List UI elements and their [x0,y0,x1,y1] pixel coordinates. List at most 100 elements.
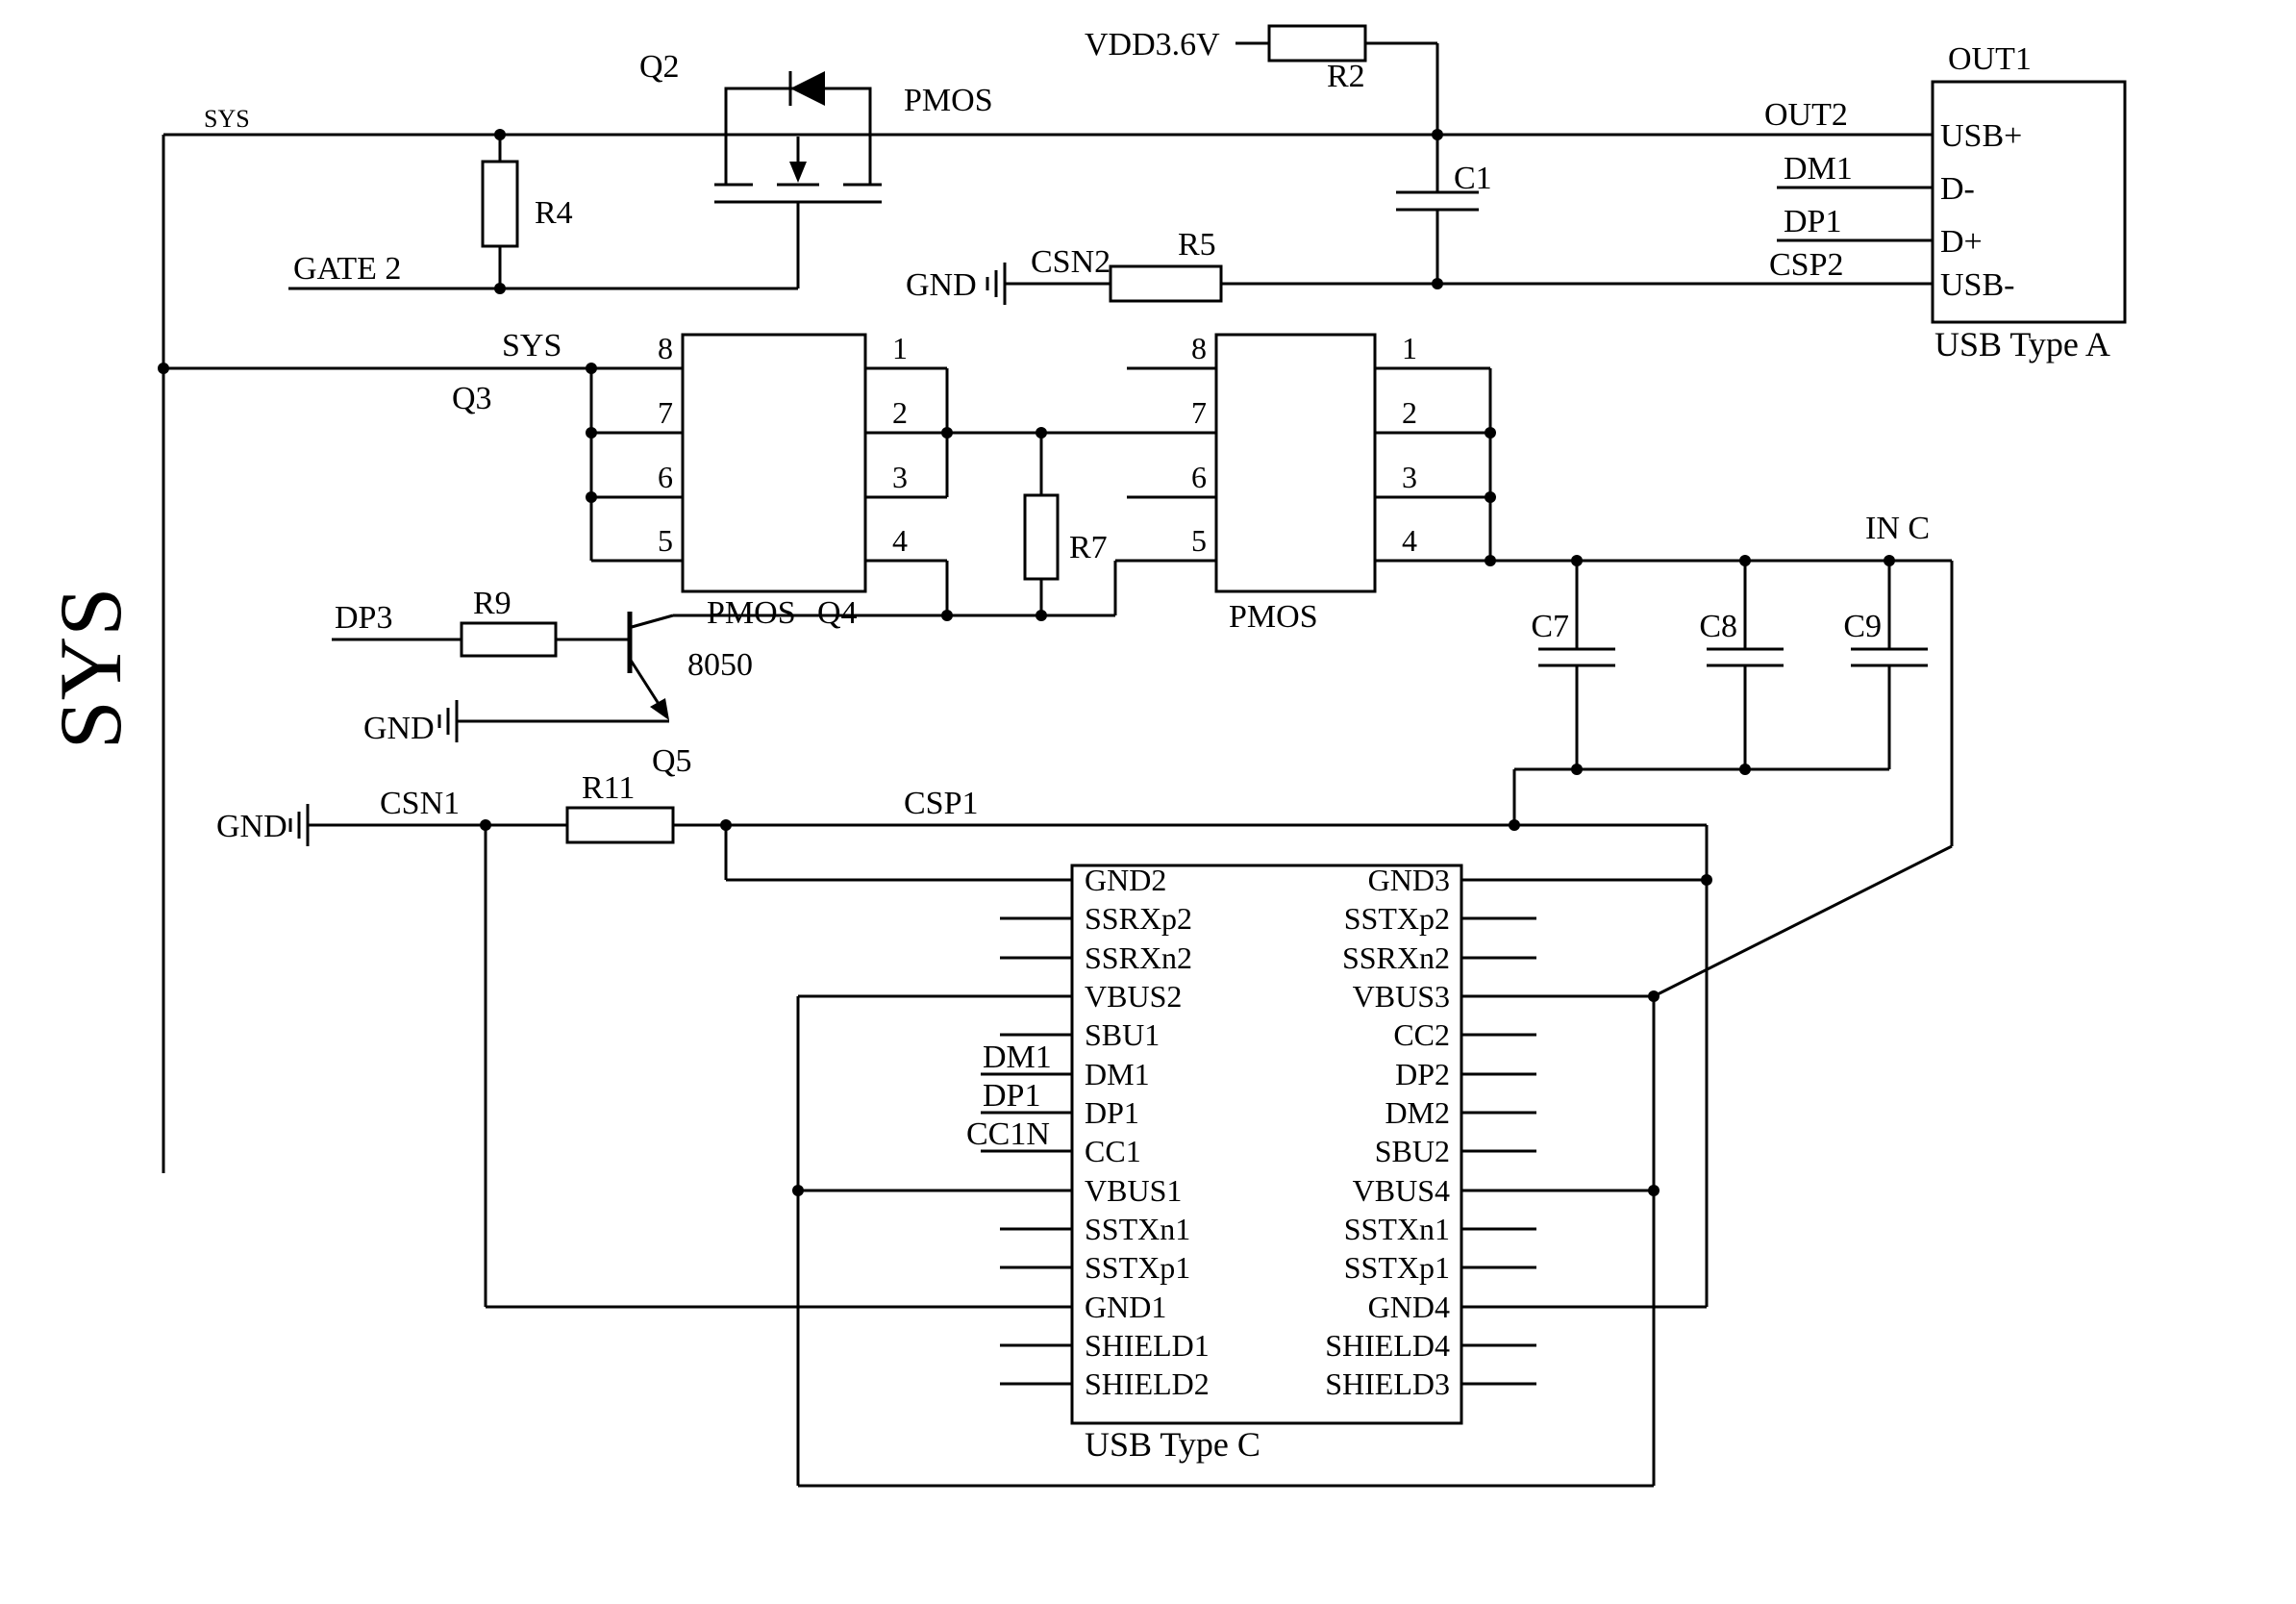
label-vdd: VDD3.6V [1085,27,1220,63]
usba-pin-dplus: D+ [1940,224,1983,260]
usbc-right-gnd4: GND4 [1368,1290,1450,1324]
label-dp3: DP3 [335,600,392,636]
resistor-r9 [460,621,558,658]
usbc-left-cc1: CC1 [1085,1134,1141,1168]
ic2-pmos-box [1214,333,1377,593]
resistor-r2 [1267,24,1367,63]
usba-title: USB Type A [1934,325,2110,363]
label-ext-dp1: DP1 [983,1078,1040,1114]
usbc-right-vbus4: VBUS4 [1353,1173,1450,1208]
resistor-r7 [1023,493,1060,581]
ic1-pin-1: 1 [892,331,908,365]
usbc-title: USB Type C [1085,1425,1260,1464]
usbc-right-ssrxn2: SSRXn2 [1342,940,1450,975]
label-r11: R11 [582,770,635,806]
label-sys-mid: SYS [502,328,562,363]
ic1-pin-5: 5 [658,523,673,558]
label-c9: C9 [1843,609,1882,644]
usb-type-c-box [1070,864,1463,1425]
usbc-right-shield3: SHIELD3 [1325,1366,1450,1401]
ic2-pin-3: 3 [1402,460,1417,494]
usbc-left-sbu1: SBU1 [1085,1017,1160,1052]
usbc-left-shield2: SHIELD2 [1085,1366,1210,1401]
usbc-right-sstxp1: SSTXp1 [1344,1250,1450,1285]
junction-dots [158,129,1895,1196]
usbc-right-sbu2: SBU2 [1375,1134,1450,1168]
diode-triangle [790,71,825,106]
usb-type-a-box [1931,80,2127,324]
ic1-pmos-box [681,333,867,593]
components [460,24,2127,1425]
usbc-right-dp2: DP2 [1395,1057,1450,1091]
label-in-c: IN C [1865,511,1930,546]
ic2-pin-1: 1 [1402,331,1417,365]
usbc-right-sstxn1: SSTXn1 [1344,1212,1450,1246]
resistor-r11 [565,806,675,844]
label-sys-top: SYS [204,105,250,133]
resistor-r4 [481,160,519,248]
usbc-right-vbus3: VBUS3 [1353,979,1450,1014]
label-r2: R2 [1327,59,1365,94]
label-sys-rail: SYS [41,588,139,750]
usbc-left-vbus2: VBUS2 [1085,979,1182,1014]
label-r7: R7 [1069,530,1108,565]
ic2-pin-6: 6 [1191,460,1207,494]
ic1-pin-2: 2 [892,395,908,430]
ic2-pin-7: 7 [1191,395,1207,430]
label-r9: R9 [473,586,512,621]
label-q3: Q3 [452,381,492,416]
label-dp1-a: DP1 [1784,204,1841,239]
filled-shapes [650,71,825,720]
usbc-left-gnd2: GND2 [1085,863,1166,897]
label-ext-cc1n: CC1N [966,1116,1050,1152]
ic1-pin-3: 3 [892,460,908,494]
mosfet-arrow [789,162,807,183]
label-csn1: CSN1 [380,786,460,821]
label-out1: OUT1 [1948,41,2032,77]
label-c1: C1 [1454,161,1492,196]
usbc-right-shield4: SHIELD4 [1325,1328,1450,1363]
ic1-pin-4: 4 [892,523,908,558]
usbc-left-ssrxp2: SSRXp2 [1085,901,1192,936]
ic2-type: PMOS [1229,599,1318,635]
ic1-pin-7: 7 [658,395,673,430]
usbc-left-gnd1: GND1 [1085,1290,1166,1324]
label-q5: Q5 [652,743,692,779]
usbc-left-dm1: DM1 [1085,1057,1150,1091]
resistor-r5 [1109,264,1223,303]
label-csp2: CSP2 [1769,247,1844,283]
label-csp1: CSP1 [904,786,979,821]
label-r5: R5 [1178,227,1216,263]
label-r4: R4 [535,195,573,231]
label-gnd-q5: GND [363,711,435,746]
usbc-left-dp1: DP1 [1085,1095,1139,1130]
label-8050: 8050 [687,647,753,683]
ic2-pin-5: 5 [1191,523,1207,558]
ic1-type: PMOS [707,595,796,631]
label-gate2: GATE 2 [293,251,401,287]
label-csn2: CSN2 [1031,244,1111,280]
label-q2: Q2 [639,49,680,85]
usbc-left-sstxp1: SSTXp1 [1085,1250,1190,1285]
usba-pin-usbplus: USB+ [1940,118,2022,154]
usba-pin-usbminus: USB- [1940,267,2014,303]
usba-pin-dminus: D- [1940,171,1975,207]
usbc-left-sstxn1: SSTXn1 [1085,1212,1190,1246]
label-c8: C8 [1699,609,1737,644]
label-dm1-a: DM1 [1784,151,1853,187]
usbc-right-dm2: DM2 [1385,1095,1450,1130]
label-ext-dm1: DM1 [983,1040,1052,1075]
label-c7: C7 [1531,609,1569,644]
usbc-left-vbus1: VBUS1 [1085,1173,1182,1208]
usbc-left-ssrxn2: SSRXn2 [1085,940,1192,975]
label-q4: Q4 [817,595,858,631]
label-q2-pmos: PMOS [904,83,993,118]
ic1-pin-6: 6 [658,460,673,494]
label-gnd-r5: GND [906,267,977,303]
ic1-pin-8: 8 [658,331,673,365]
diode-loop [724,87,872,135]
ic2-pin-8: 8 [1191,331,1207,365]
label-gnd-csn1: GND [216,809,287,844]
